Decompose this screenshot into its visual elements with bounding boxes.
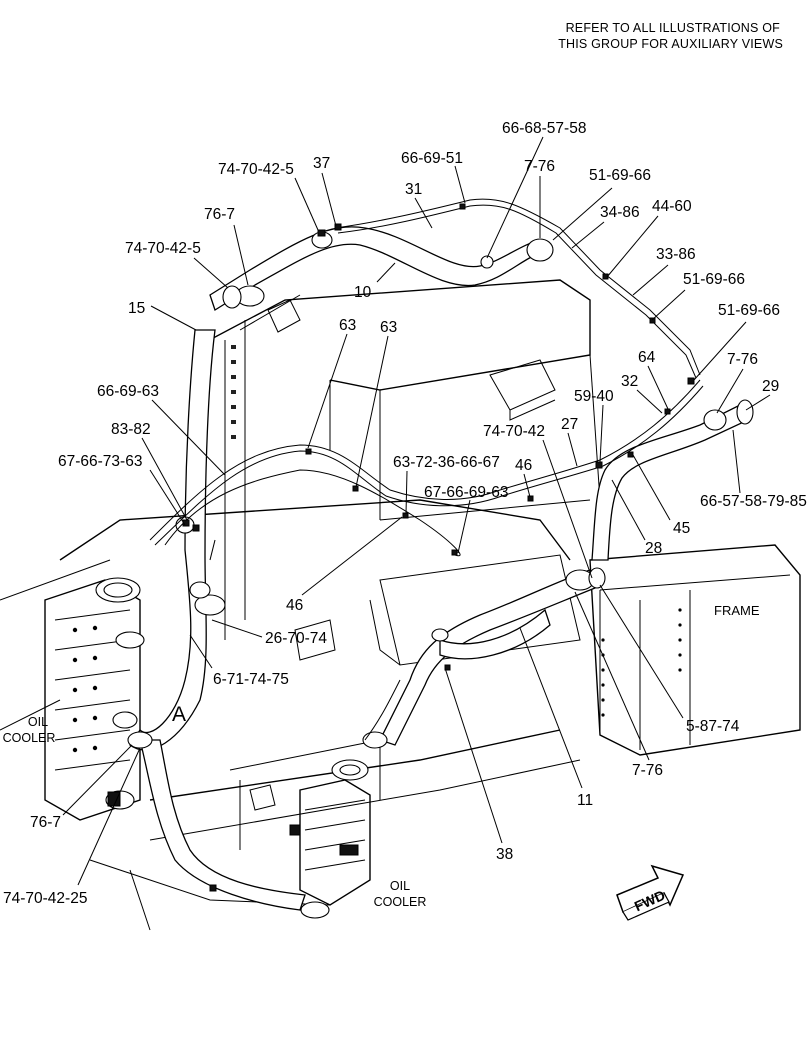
callouts: 66-68-57-58 74-70-42-5 37 66-69-51 7-76 …	[3, 120, 807, 907]
callout: 63	[380, 319, 397, 336]
callout: 66-69-63	[97, 383, 159, 400]
callout: 74-70-42-25	[3, 890, 87, 907]
left-oil-cooler	[44, 577, 145, 821]
oil-cooler-right-label-1: OIL	[390, 879, 410, 893]
callout: 7-76	[632, 762, 663, 779]
callout: 45	[673, 520, 690, 537]
callout: 33-86	[656, 246, 696, 263]
view-a-marker: A	[172, 703, 186, 726]
frame-rail: FRAME	[589, 544, 801, 756]
hose-right-29	[591, 399, 754, 561]
callout: 66-57-58-79-85	[700, 493, 807, 510]
oil-cooler-left-label-1: OIL	[28, 715, 48, 729]
callout: 76-7	[30, 814, 61, 831]
callout: 67-66-73-63	[58, 453, 142, 470]
callout: 63	[339, 317, 356, 334]
callout: 74-70-42-5	[125, 240, 201, 257]
callout: 26-70-74	[265, 630, 327, 647]
callout: 7-76	[727, 351, 758, 368]
callout: 44-60	[652, 198, 692, 215]
callout: 46	[515, 457, 532, 474]
callout: 11	[577, 792, 593, 809]
oil-cooler-right-label-2: COOLER	[374, 895, 427, 909]
hose-clamps	[127, 231, 727, 749]
machine-body	[0, 279, 601, 931]
callout: 5-87-74	[686, 718, 740, 735]
callout: 7-76	[524, 158, 555, 175]
hose-11	[379, 569, 596, 746]
callout: 83-82	[111, 421, 151, 438]
callout: 59-40	[574, 388, 614, 405]
callout: 34-86	[600, 204, 640, 221]
callout: 6-71-74-75	[213, 671, 289, 688]
callout: 29	[762, 378, 779, 395]
callout: 76-7	[204, 206, 235, 223]
note-line-2: THIS GROUP FOR AUXILIARY VIEWS	[558, 37, 783, 51]
leader-lines	[62, 136, 771, 886]
callout: 31	[405, 181, 422, 198]
callout: 32	[621, 373, 638, 390]
callout: 64	[638, 349, 656, 366]
callout: 51-69-66	[718, 302, 780, 319]
callout: 38	[496, 846, 513, 863]
note-line-1: REFER TO ALL ILLUSTRATIONS OF	[566, 21, 781, 35]
right-oil-cooler	[289, 759, 371, 919]
oil-cooler-left-label-2: COOLER	[3, 731, 56, 745]
hose-15	[129, 329, 306, 911]
callout: 74-70-42-5	[218, 161, 294, 178]
callout: 10	[354, 284, 372, 301]
callout: 51-69-66	[683, 271, 745, 288]
callout: 15	[128, 300, 145, 317]
callout: 46	[286, 597, 303, 614]
callout: 28	[645, 540, 662, 557]
callout: 66-68-57-58	[502, 120, 586, 137]
callout: 51-69-66	[589, 167, 651, 184]
thin-tubes	[149, 198, 704, 741]
callout: 27	[561, 416, 578, 433]
forward-arrow-icon: FWD	[616, 864, 685, 921]
fittings	[182, 203, 695, 892]
callout: 74-70-42	[483, 423, 545, 440]
callout: 66-69-51	[401, 150, 463, 167]
callout: 67-66-69-63	[424, 484, 508, 501]
callout: 37	[313, 155, 330, 172]
callout: 63-72-36-66-67	[393, 454, 500, 471]
frame-label: FRAME	[714, 603, 760, 618]
